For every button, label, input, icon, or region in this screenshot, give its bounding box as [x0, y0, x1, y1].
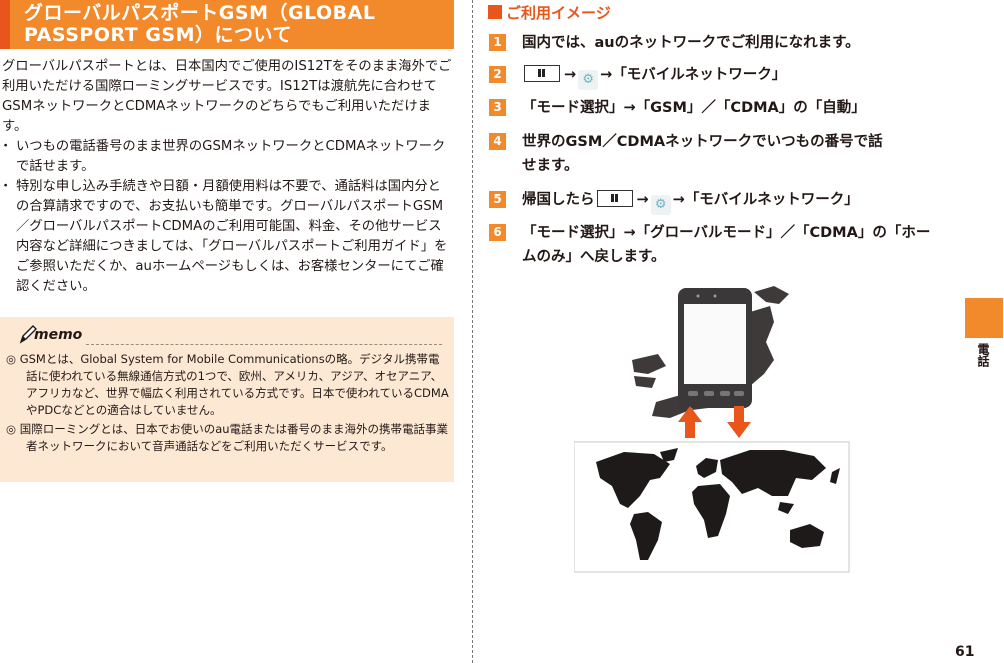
- step-number: 3: [489, 99, 506, 116]
- step-3: 3 「モード選択」→「GSM」／「CDMA」の「自動」: [489, 96, 944, 120]
- section-title: グローバルパスポートGSM（GLOBAL PASSPORT GSM）について: [24, 2, 375, 46]
- memo-notes: ◎ GSMとは、Global System for Mobile Communi…: [6, 351, 450, 457]
- title-line-1: グローバルパスポートGSM（GLOBAL: [24, 2, 376, 24]
- step-number: 4: [489, 133, 506, 150]
- title-line-2: PASSPORT GSM）について: [24, 24, 292, 46]
- body-text: グローバルパスポートとは、日本国内でご使用のIS12Tをそのまま海外でご利用いた…: [0, 57, 454, 297]
- arrow: →: [564, 67, 577, 83]
- bullet-item: 特別な申し込み手続きや日額・月額使用料は不要で、通話料は国内分との合算請求ですの…: [0, 177, 454, 297]
- chapter-tab: [965, 298, 1003, 338]
- step-text: 「モバイルネットワーク」: [684, 192, 859, 208]
- step-1: 1 国内では、auのネットワークでご利用になれます。: [489, 31, 944, 55]
- arrow: →: [600, 67, 613, 83]
- roaming-illustration: [574, 286, 850, 573]
- step-text-continued: せます。: [522, 158, 579, 174]
- step-prefix: 帰国したら: [522, 192, 595, 208]
- arrow: →: [672, 192, 685, 208]
- step-2: 2→⚙→「モバイルネットワーク」: [489, 63, 944, 90]
- step-number: 5: [489, 191, 506, 208]
- step-4: 4 世界のGSM／CDMAネットワークでいつもの番号で話 せます。: [489, 130, 944, 178]
- page-number: 61: [955, 644, 975, 660]
- step-6: 6 「モード選択」→「グローバルモード」／「CDMA」の「ホー ムのみ」へ戻します…: [489, 221, 944, 269]
- memo-note: ◎ 国際ローミングとは、日本でお使いのau電話または番号のまま海外の携帯電話事業…: [6, 422, 449, 453]
- step-text: 世界のGSM／CDMAネットワークでいつもの番号で話: [522, 134, 883, 150]
- step-number: 6: [489, 224, 506, 241]
- settings-icon: ⚙: [578, 70, 599, 90]
- windows-key-icon: [524, 65, 560, 82]
- step-text: 「モバイルネットワーク」: [612, 67, 787, 83]
- usage-image-title: ご利用イメージ: [506, 4, 611, 22]
- chapter-tab-label: 電話: [976, 343, 990, 367]
- windows-key-icon: [596, 190, 633, 207]
- step-text-continued: ムのみ」へ戻します。: [522, 249, 666, 265]
- usage-image-heading: ご利用イメージ: [488, 2, 611, 23]
- step-text: 国内では、auのネットワークでご利用になれます。: [522, 35, 860, 51]
- step-number: 1: [489, 34, 506, 51]
- column-divider: [472, 0, 473, 663]
- memo-note: ◎ GSMとは、Global System for Mobile Communi…: [6, 352, 449, 417]
- step-number: 2: [489, 66, 506, 83]
- memo-divider: [86, 344, 442, 345]
- arrow-up-icon: [678, 406, 702, 438]
- world-map-icon: [574, 441, 850, 573]
- phone-icon: [678, 288, 752, 408]
- arrow-down-icon: [727, 406, 751, 438]
- step-text: 「モード選択」→「グローバルモード」／「CDMA」の「ホー: [522, 225, 931, 241]
- square-bullet-icon: [488, 5, 502, 19]
- arrow: →: [636, 192, 649, 208]
- memo-box: memo ◎ GSMとは、Global System for Mobile Co…: [0, 317, 454, 482]
- memo-pencil-icon: [18, 323, 38, 347]
- step-text: 「モード選択」→「GSM」／「CDMA」の「自動」: [522, 100, 866, 116]
- bullet-item: いつもの電話番号のまま世界のGSMネットワークとCDMAネットワークで話せます。: [0, 137, 454, 177]
- section-title-box: グローバルパスポートGSM（GLOBAL PASSPORT GSM）について: [0, 0, 454, 49]
- settings-icon: ⚙: [650, 195, 671, 215]
- memo-label: memo: [34, 327, 83, 343]
- intro-paragraph: グローバルパスポートとは、日本国内でご使用のIS12Tをそのまま海外でご利用いた…: [2, 59, 452, 134]
